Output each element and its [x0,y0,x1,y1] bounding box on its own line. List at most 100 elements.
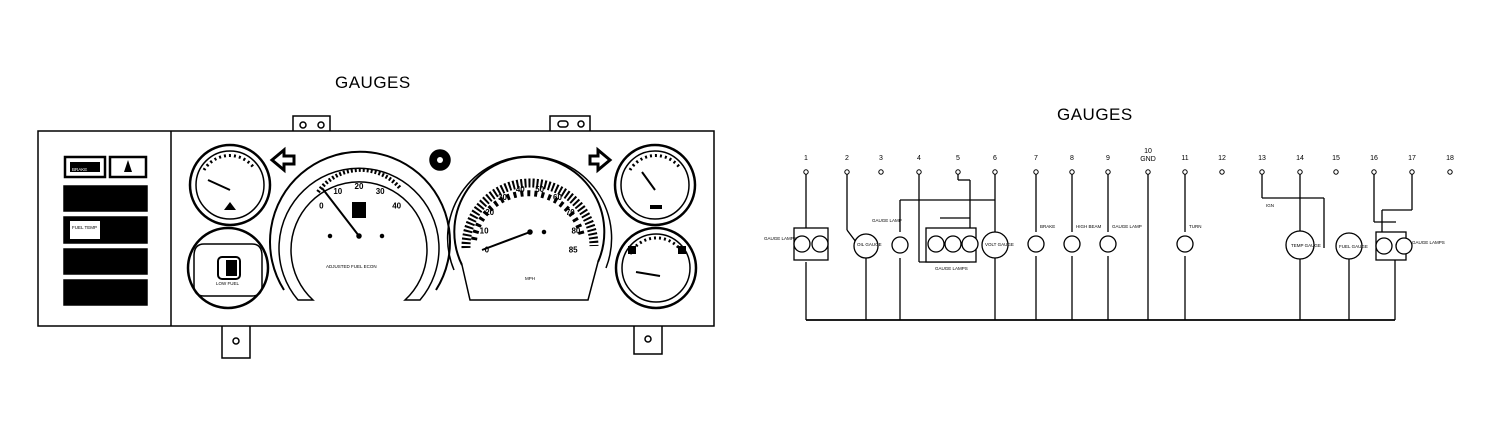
lamp-icon [961,235,979,253]
mph-label: MPH [525,276,535,281]
pin-terminal [1371,169,1377,175]
mount-tab-bottom-right [633,323,663,355]
wiring-diagram [793,172,1413,321]
pin-terminal [992,169,998,175]
mount-hole [317,121,325,129]
label-gauge-lamps-left: GAUGE LAMPS [764,236,797,241]
pin-label: 18 [1446,155,1454,162]
label-brake: BRAKE [1040,224,1055,229]
cluster-housing [37,130,715,327]
pin-terminal [1069,169,1075,175]
tick-label: 20 [355,182,364,191]
label-gauge-lamps-right: GAUGE LAMPS [1412,240,1445,245]
pin-label: 15 [1332,155,1340,162]
tick-label: 50 [535,185,544,194]
fuel-economy-label: ADJUSTED FUEL ECON [326,264,377,269]
gauge-temperature [614,226,698,310]
warning-light-panel [63,155,148,306]
pin-label: 4 [917,155,921,162]
pin-label: 9 [1106,155,1110,162]
pin-terminal [1409,169,1415,175]
label-volt-gauge: VOLT GAUGE [985,242,1014,247]
volt-gauge-symbol [981,231,1009,259]
pin-label: 8 [1070,155,1074,162]
turn-left-arrow-icon [269,146,296,174]
gauge-lamp-symbol [891,236,909,254]
tick-label: 40 [392,202,401,211]
gauge-voltage [613,143,697,227]
component-labels: GAUGE LAMPS OIL GAUGE GAUGE LAMP GAUGE L… [764,203,1445,271]
label-gauge-lamp: GAUGE LAMP [872,218,902,223]
tick-label: 80 [571,226,580,235]
pin-terminal [878,169,884,175]
label-turn: TURN [1189,224,1202,229]
pin-terminal [1105,169,1111,175]
speedometer [446,155,613,301]
gauge-oil [188,143,272,227]
brake-lamp-symbol [1027,235,1045,253]
label-high-beam: HIGH BEAM [1076,224,1102,229]
tick-label: 0 [319,202,324,211]
pin-label: 5 [956,155,960,162]
pin-label: 6 [993,155,997,162]
lamp-icon [1375,237,1393,255]
pin-label: 14 [1296,155,1304,162]
label-gauge-lamps-mid: GAUGE LAMPS [935,266,968,271]
tick-label: 10 [333,187,342,196]
turn-right-arrow-icon [588,146,613,174]
pin-terminal [916,169,922,175]
pin-terminal [844,169,850,175]
gauge-fuel-economy [269,150,451,301]
mount-hole [644,335,652,343]
label-temp-gauge: TEMP GAUGE [1291,243,1321,248]
tick-label: 30 [376,187,385,196]
pin-label: 7 [1034,155,1038,162]
mount-hole [299,121,307,129]
pin-label: 2 [845,155,849,162]
lamp-icon [944,235,962,253]
turn-lamp-symbol [1176,235,1194,253]
tick-label: 10 [480,226,489,235]
label-ign: IGN [1266,203,1274,208]
pin-label: 10 [1144,148,1152,155]
pin-terminal [1033,169,1039,175]
lamp-icon [793,235,811,253]
pin-label: 12 [1218,155,1226,162]
diagram-title-right: GAUGES [1057,105,1133,124]
pin-label: 1 [804,155,808,162]
fuel-label: FUEL TEMP [72,225,97,230]
tick-label: 30 [498,193,507,202]
warning-slot [63,279,148,306]
tick-label: 70 [566,208,575,217]
oil-gauge-symbol [853,233,879,259]
mount-hole [232,337,240,345]
tick-label: 20 [485,208,494,217]
pin-terminal [955,169,961,175]
pin-terminal [803,169,809,175]
instrument-cluster [37,115,715,359]
tick-label: 40 [516,185,525,194]
pin-terminal [1259,169,1265,175]
pin-label: GND [1140,156,1156,163]
gauge-fuel-warning [186,226,270,310]
warning-slot [63,248,148,275]
label-oil-gauge: OIL GAUGE [857,242,882,247]
pin-terminal [1447,169,1453,175]
warning-slot [63,185,148,212]
pin-label: 17 [1408,155,1416,162]
pin-terminal [1333,169,1339,175]
seatbelt-light [108,155,148,179]
pin-terminal [1297,169,1303,175]
fuel-economy-tick-labels: 0 10 20 30 40 [319,182,402,211]
tick-label: 85 [569,246,578,255]
pin-label: 16 [1370,155,1378,162]
pin-label: 11 [1181,155,1188,162]
pin-terminal [1219,169,1225,175]
gauge-lamp-2-symbol [1099,235,1117,253]
high-beam-lamp-symbol [1063,235,1081,253]
diagram-title-left: GAUGES [335,73,411,92]
pin-label: 13 [1258,155,1266,162]
brake-light [63,155,107,179]
